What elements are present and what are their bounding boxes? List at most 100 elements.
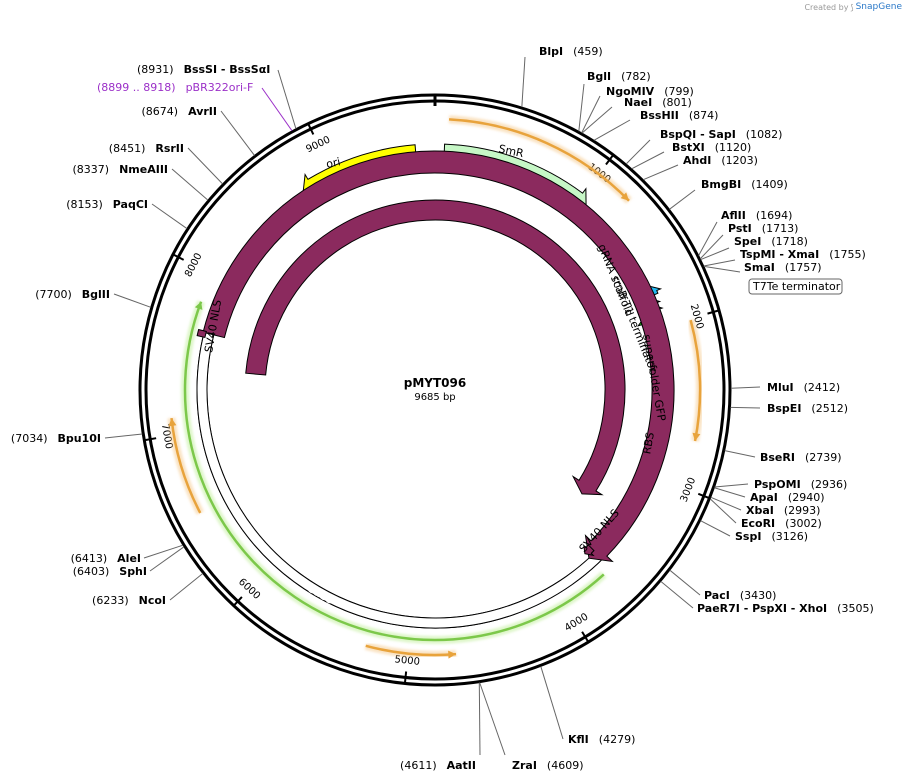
t7te-label[interactable]: T7Te terminator [752,280,841,293]
site-leader [479,682,506,756]
site-leader [724,450,756,458]
tick-mark [403,671,408,684]
site-leader [104,433,143,439]
tick-label: 3000 [679,476,699,504]
site-label[interactable]: ZraI(4609) [512,759,584,772]
site-leader [478,682,481,756]
site-leader [703,265,741,273]
site-label[interactable]: (8674)AvrII [142,105,217,118]
site-leader [151,203,188,229]
cas9-inner-arrow [245,199,626,496]
site-label[interactable]: BglI(782) [587,70,651,83]
orf-lower-arc-head [448,650,457,659]
site-label[interactable]: PacI(3430) [704,589,776,602]
site-label[interactable]: (6233)NcoI [92,594,166,607]
tick-mark [697,492,710,500]
site-label[interactable]: SmaI(1757) [744,261,821,274]
site-label[interactable]: (7700)BglII [35,288,110,301]
site-label[interactable]: SspI(3126) [735,530,808,543]
cas9-outer-arrow [202,150,675,563]
site-label[interactable]: NgoMIV(799) [606,85,694,98]
site-label[interactable]: (8451)RsrII [109,142,184,155]
site-leader [730,386,761,389]
orf-smr-arc-head [620,192,630,201]
site-leader [714,483,749,488]
site-leader [660,581,694,609]
site-leader [540,666,564,740]
site-label[interactable]: EcoRI(3002) [741,517,822,530]
site-leader [703,259,736,267]
ori-label: ori [325,155,342,171]
orf-gfp-arc [689,319,702,442]
site-leader [578,83,585,132]
tick-mark [144,437,157,442]
tick-label: 4000 [563,611,590,634]
rbs-label: RBS [640,431,657,455]
site-label[interactable]: (6413)AleI [71,552,141,565]
backbone-inner [144,99,726,681]
site-leader [700,520,731,537]
site-leader [171,168,209,201]
snapgene-logo-icon: ⟆ [850,2,854,12]
site-leader [169,573,204,601]
site-label[interactable]: PspOMI(2936) [754,478,847,491]
site-label[interactable]: PaeR7I - PspXI - XhoI(3505) [697,602,874,615]
primer-label[interactable]: (8899 .. 8918)pBR322ori-F [97,81,253,94]
tick-label: 9000 [304,134,332,155]
site-label[interactable]: MluI(2412) [767,381,840,394]
site-leader [700,247,730,261]
tick-mark [232,596,243,607]
site-leader [187,147,223,185]
plasmid-length: 9685 bp [414,392,455,403]
orf-cas9-arc-head [194,301,203,310]
site-leader [220,110,255,156]
snapgene-credit: Created by ⟆ SnapGene [804,2,902,12]
site-label[interactable]: BlpI(459) [539,45,603,58]
tick-mark [307,123,315,135]
site-leader [149,546,185,572]
plasmid-name: pMYT096 [404,376,466,390]
credit-prefix: Created by [804,2,849,12]
site-leader [521,56,526,108]
site-label[interactable]: NaeI(801) [624,96,692,109]
site-leader [698,221,718,256]
site-leader [710,496,742,511]
features [167,115,704,659]
site-label[interactable]: KflI(4279) [568,733,635,746]
site-leaders [104,56,761,756]
site-leader [699,234,724,260]
site-leader [143,544,184,559]
site-label[interactable]: BmgBI(1409) [701,178,788,191]
site-label[interactable]: BseRI(2739) [760,451,842,464]
sv40-bottom-mark [583,544,595,557]
tick-label: 8000 [183,251,204,279]
site-leader [643,164,679,181]
primer-leader [261,87,293,132]
site-label[interactable]: ApaI(2940) [750,491,824,504]
site-label[interactable]: XbaI(2993) [746,504,820,517]
site-label[interactable]: BstXI(1120) [672,141,751,154]
site-label[interactable]: SpeI(1718) [734,235,808,248]
site-label[interactable]: BspQI - SapI(1082) [660,128,782,141]
site-label[interactable]: BssHII(874) [640,109,718,122]
t7te-label-box [748,278,843,295]
site-label[interactable]: AhdI(1203) [683,154,758,167]
site-label[interactable]: (8931)BssSI - BssSαI [137,63,270,76]
site-label[interactable]: (8337)NmeAIII [73,163,169,176]
orf-left-arc-head [168,418,177,427]
site-label[interactable]: (8153)PaqCI [66,198,148,211]
site-label[interactable]: TspMI - XmaI(1755) [740,248,866,261]
site-label[interactable]: BspEI(2512) [767,402,848,415]
site-leader [113,293,151,308]
site-label[interactable]: PstI(1713) [728,222,798,235]
tick-mark [581,631,590,643]
tick-mark [172,253,185,261]
smr-label: SmR [497,142,525,160]
site-label[interactable]: (6403)SphI [73,565,147,578]
site-label[interactable]: (4611)AatII [400,759,476,772]
site-label[interactable]: (7034)Bpu10I [11,432,101,445]
site-leader [669,189,696,210]
site-leader [730,406,761,409]
site-label[interactable]: AflII(1694) [721,209,792,222]
